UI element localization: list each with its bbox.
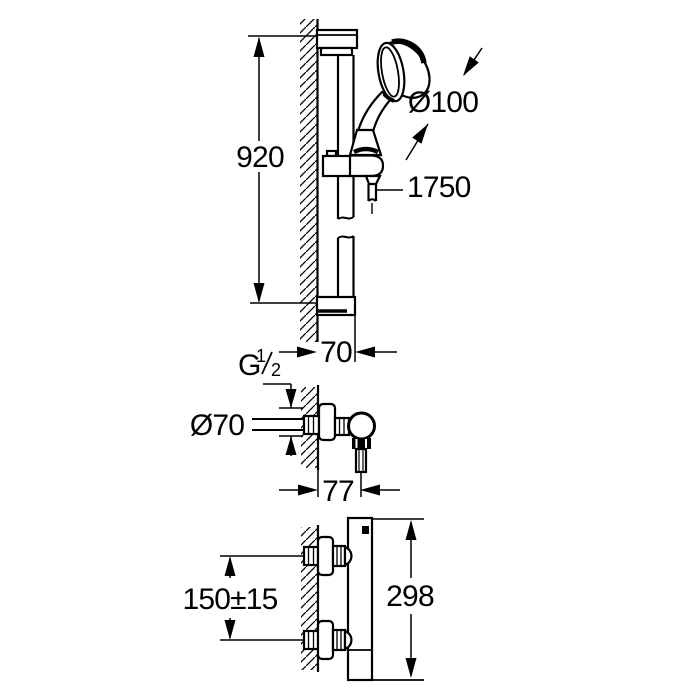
thread-label: G 1 2 (238, 346, 291, 385)
rail-break-upper (337, 216, 355, 220)
dim-70-label: 70 (320, 336, 352, 369)
body-screw (362, 526, 369, 534)
outlet-pipe (354, 447, 368, 474)
dim-valve-depth: 77 (279, 470, 400, 508)
dim-1750-label: 1750 (407, 171, 471, 204)
dim-rosette-diameter: Ø70 (190, 384, 303, 456)
hose-break (367, 198, 377, 202)
union-top (220, 535, 353, 577)
rail-top-bracket (315, 28, 359, 57)
dim-920-label: 920 (236, 141, 284, 174)
rail-break-lower (337, 235, 355, 239)
dim-rail-height: 920 (236, 35, 318, 304)
outlet-nut (352, 438, 371, 449)
shower-head-rim (391, 38, 427, 64)
valve-knob (347, 411, 376, 441)
hand-shower-head (376, 38, 431, 103)
thermostat-body (346, 516, 374, 682)
head-handle-joint (382, 92, 395, 103)
dim-wall-distance: 70 (279, 315, 397, 369)
dim-150-label: 150±15 (182, 583, 277, 616)
dim-77-label: 77 (322, 475, 354, 508)
dim-head-diameter: Ø100 (405, 47, 483, 161)
union-bottom (220, 619, 353, 661)
shower-face-outer (376, 41, 406, 103)
rail-tube (336, 55, 355, 297)
dim-d100-label: Ø100 (408, 86, 478, 119)
view-thermostat: 150±15 298 (182, 516, 435, 682)
valve-rosette (317, 402, 337, 442)
slider-block (321, 154, 354, 178)
view-shower-rail: 920 Ø100 1750 70 (236, 19, 483, 369)
dim-body-height: 298 (348, 518, 435, 681)
thread-denominator: 2 (271, 360, 281, 380)
dim-hose-length: 1750 (376, 171, 471, 204)
wall-hatch (300, 19, 318, 342)
view-shower-valve: G 1 2 Ø70 77 (190, 346, 400, 508)
thread-numerator: 1 (256, 346, 266, 366)
rail-bottom-bracket (315, 295, 357, 317)
shower-face-inner (380, 46, 400, 98)
valve-connector (333, 416, 351, 437)
inlet-hex-nut (302, 414, 321, 436)
dim-298-label: 298 (386, 580, 434, 613)
hose-nut (364, 174, 382, 186)
fraction-slash (261, 351, 273, 375)
holder-ring (348, 154, 385, 178)
shower-hose (364, 174, 382, 214)
dim-connection-spacing: 150±15 (182, 556, 278, 640)
cone-dark-band (352, 146, 380, 155)
thread-g: G (238, 349, 261, 382)
dim-d70-label: Ø70 (190, 409, 244, 442)
